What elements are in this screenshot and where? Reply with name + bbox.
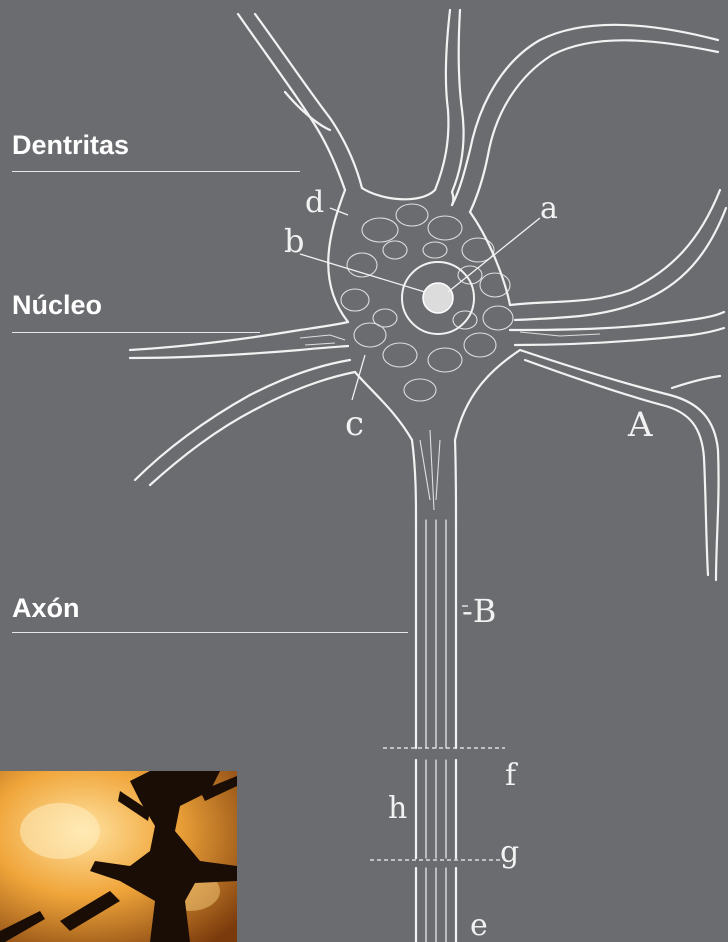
nucleus-label: Núcleo [12, 290, 102, 321]
letter-B: -B [462, 592, 496, 630]
letter-g: g [500, 835, 519, 870]
letter-d: d [305, 185, 324, 220]
axon-label: Axón [12, 593, 80, 624]
letter-e: e [470, 908, 488, 942]
dendrites-rule [12, 171, 300, 172]
dendrites-label: Dentritas [12, 130, 129, 161]
nucleus-rule [12, 332, 260, 333]
axon-rule [12, 632, 408, 633]
neuron-photo [0, 771, 237, 942]
soma-mesh [300, 204, 600, 510]
letter-a: a [540, 191, 558, 226]
letter-A: A [627, 405, 653, 445]
letter-h: h [388, 791, 407, 826]
letter-b: b [284, 222, 304, 260]
letter-c: c [345, 404, 364, 444]
neuron-photo-image [0, 771, 237, 942]
letter-f: f [505, 758, 518, 793]
pointer-lines [300, 208, 540, 860]
nucleus [402, 262, 474, 334]
